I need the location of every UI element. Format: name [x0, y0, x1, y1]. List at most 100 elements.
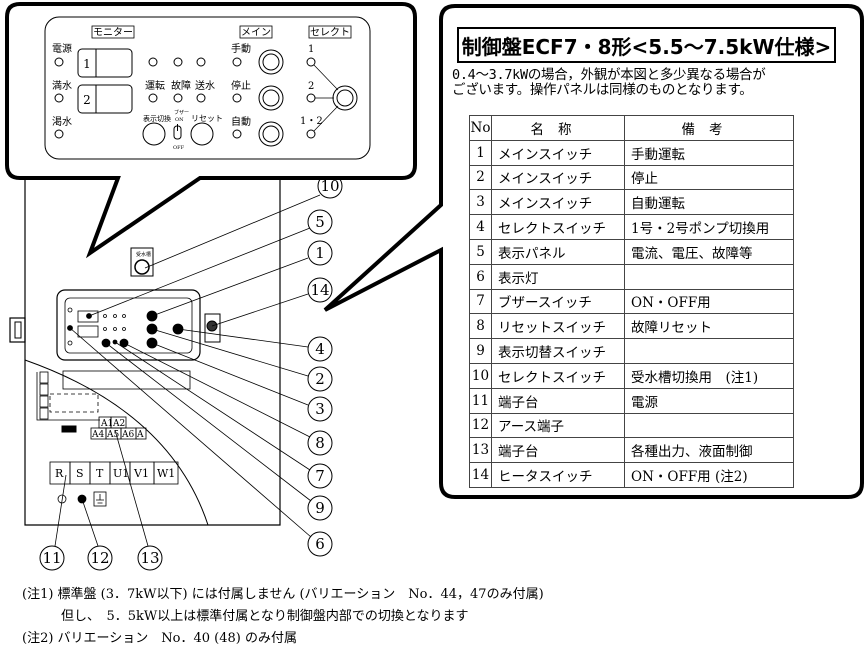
row-remark: 故障リセット	[624, 313, 794, 340]
aux-terminal-block: A1 A2 A4 A5 A6 A	[90, 416, 147, 440]
svg-text:T: T	[96, 467, 104, 480]
header-no: No	[469, 115, 492, 141]
svg-text:受水槽: 受水槽	[136, 251, 151, 258]
group-monitor: モニター	[93, 27, 133, 39]
callout-8: 8	[307, 430, 333, 456]
callout-13: 13	[137, 545, 163, 571]
main-switch-manual[interactable]	[258, 49, 284, 75]
row-remark: ON・OFF用	[624, 288, 794, 315]
row-remark: 停止	[624, 164, 794, 191]
row-remark	[624, 412, 794, 439]
lamp-full-water	[54, 93, 64, 103]
row-name: ブザースイッチ	[491, 288, 625, 315]
footnote-2: (注2) バリエーション No．40 (48) のみ付属	[22, 631, 297, 646]
reset-label: リセット	[191, 114, 223, 123]
row-no: 2	[469, 164, 492, 191]
svg-text:V1: V1	[133, 467, 149, 480]
lamp-run	[148, 93, 158, 103]
callout-3: 3	[307, 396, 333, 422]
row-name: 表示切替スイッチ	[491, 338, 625, 364]
row-remark: 各種出力、液面制御	[624, 437, 794, 464]
main-switch-auto[interactable]	[258, 121, 284, 147]
svg-text:A2: A2	[112, 419, 125, 429]
select-label-2: 2	[308, 81, 314, 92]
svg-text:1: 1	[83, 57, 91, 71]
row-name: ヒータスイッチ	[491, 462, 625, 488]
buzzer-on-label: ON	[175, 117, 184, 123]
selector-switch-10	[130, 247, 154, 277]
appearance-note-line: 0.4～3.7kWの場合，外観が本図と多少異なる場合が	[452, 67, 766, 83]
svg-text:9: 9	[315, 499, 325, 517]
svg-text:A6: A6	[121, 430, 134, 440]
svg-text:11: 11	[42, 549, 61, 567]
row-no: 8	[469, 313, 492, 340]
callout-6: 6	[307, 531, 333, 557]
buzzer-toggle-switch[interactable]	[173, 124, 182, 140]
callout-14: 14	[307, 277, 333, 303]
row-no: 11	[469, 387, 492, 414]
main-switch-stop[interactable]	[258, 85, 284, 111]
row-remark	[624, 263, 794, 290]
row-name: メインスイッチ	[491, 189, 625, 216]
buzzer-off-label: OFF	[173, 145, 185, 151]
callout-2: 2	[307, 366, 333, 392]
row-name: セレクトスイッチ	[491, 214, 625, 240]
reset-button[interactable]	[190, 122, 214, 146]
monitor-display-2: 2	[77, 84, 133, 114]
row-name: 端子台	[491, 387, 625, 414]
footnotes: (注1) 標準盤 (3．7kW以下) には付属しません (バリエーション No．…	[22, 584, 544, 650]
svg-text:13: 13	[140, 549, 159, 567]
svg-text:A1: A1	[100, 419, 113, 429]
monitor-display-1: 1	[77, 48, 133, 78]
lamp-label-power: 電源	[52, 42, 72, 55]
lamp-label-low-water: 渇水	[52, 116, 72, 128]
power-terminal-block: R S T U1 V1 W1	[49, 461, 179, 485]
select-label-12: 1・2	[300, 116, 323, 127]
row-name: セレクトスイッチ	[491, 362, 625, 389]
row-remark: 1号・2号ポンプ切換用	[624, 214, 794, 240]
main-label-stop: 停止	[231, 79, 251, 92]
lamp-label-run: 運転	[145, 80, 165, 92]
callout-9: 9	[307, 495, 333, 521]
appearance-note-line: ございます。操作パネルは同様のものとなります。	[452, 82, 753, 98]
page-title: 制御盤ECF7・8形<5.5～7.5kW仕様>	[457, 27, 836, 63]
row-no: 13	[469, 437, 492, 464]
row-remark: 電源	[624, 387, 794, 414]
svg-text:1: 1	[315, 244, 325, 262]
row-no: 4	[469, 214, 492, 240]
row-remark: 電流、電圧、故障等	[624, 238, 794, 265]
select-switch[interactable]	[332, 85, 358, 111]
svg-text:2: 2	[83, 93, 91, 107]
row-remark: 手動運転	[624, 139, 794, 166]
callout-1: 1	[307, 240, 333, 266]
svg-text:14: 14	[310, 281, 329, 299]
svg-text:6: 6	[315, 535, 325, 553]
row-remark: 受水槽切換用 (注1)	[624, 362, 794, 389]
callout-4: 4	[307, 336, 333, 362]
row-no: 10	[469, 362, 492, 389]
svg-text:7: 7	[315, 467, 325, 485]
svg-text:3: 3	[315, 400, 325, 418]
lamp-label-supply: 送水	[195, 79, 215, 92]
row-remark: 自動運転	[624, 189, 794, 216]
svg-text:R: R	[55, 467, 64, 480]
row-no: 9	[469, 338, 492, 364]
svg-text:S: S	[76, 467, 84, 480]
svg-text:2: 2	[315, 370, 325, 388]
row-no: 6	[469, 263, 492, 290]
row-name: メインスイッチ	[491, 164, 625, 191]
main-label-auto: 自動	[231, 115, 251, 128]
display-switch-button[interactable]	[142, 122, 166, 146]
